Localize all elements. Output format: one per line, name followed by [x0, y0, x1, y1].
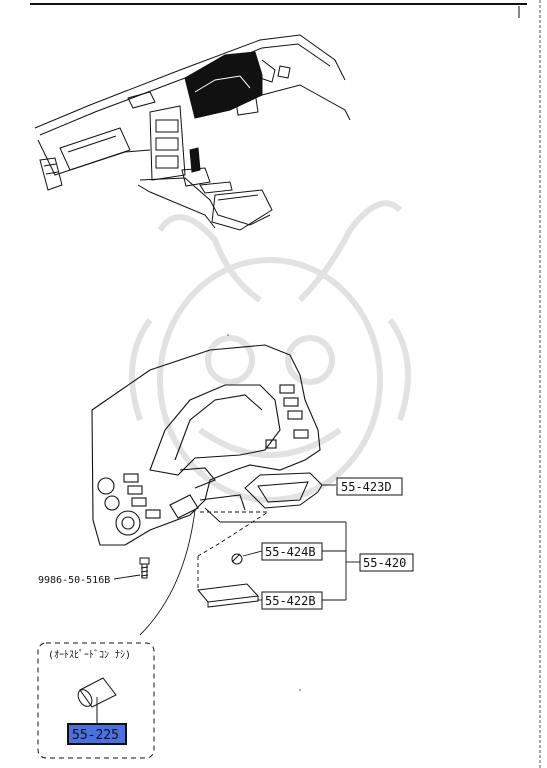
part-55-423D-shape	[244, 472, 323, 509]
label-box-55-420	[359, 553, 414, 572]
label-screw-9986-50-516B: 9986-50-516B	[38, 575, 110, 586]
label-box-55-422B	[261, 591, 323, 610]
label-55-420: 55-420	[363, 556, 406, 570]
meter-hood-assembly	[91, 344, 321, 546]
speck-dot	[299, 689, 301, 691]
part-55-424B-shape	[231, 553, 243, 565]
label-55-424B: 55-424B	[265, 545, 316, 559]
watermark-crest	[129, 200, 411, 503]
label-55-225: 55-225	[72, 728, 119, 743]
part-55-225-shape	[77, 677, 117, 725]
optional-part-box	[37, 642, 155, 759]
car-interior-overview	[34, 34, 351, 231]
part-55-422B-shape	[197, 583, 260, 608]
highlight-55-225	[67, 723, 127, 745]
speck-dot	[227, 334, 229, 336]
optional-condition-note: (ｵｰﾄｽﾋﾟｰﾄﾞｺﾝ ﾅｼ)	[48, 649, 131, 661]
screw-shape	[139, 557, 150, 579]
label-55-423D: 55-423D	[341, 480, 392, 494]
label-box-55-423D	[336, 477, 403, 496]
label-55-422B: 55-422B	[265, 594, 316, 608]
label-box-55-424B	[261, 542, 323, 561]
